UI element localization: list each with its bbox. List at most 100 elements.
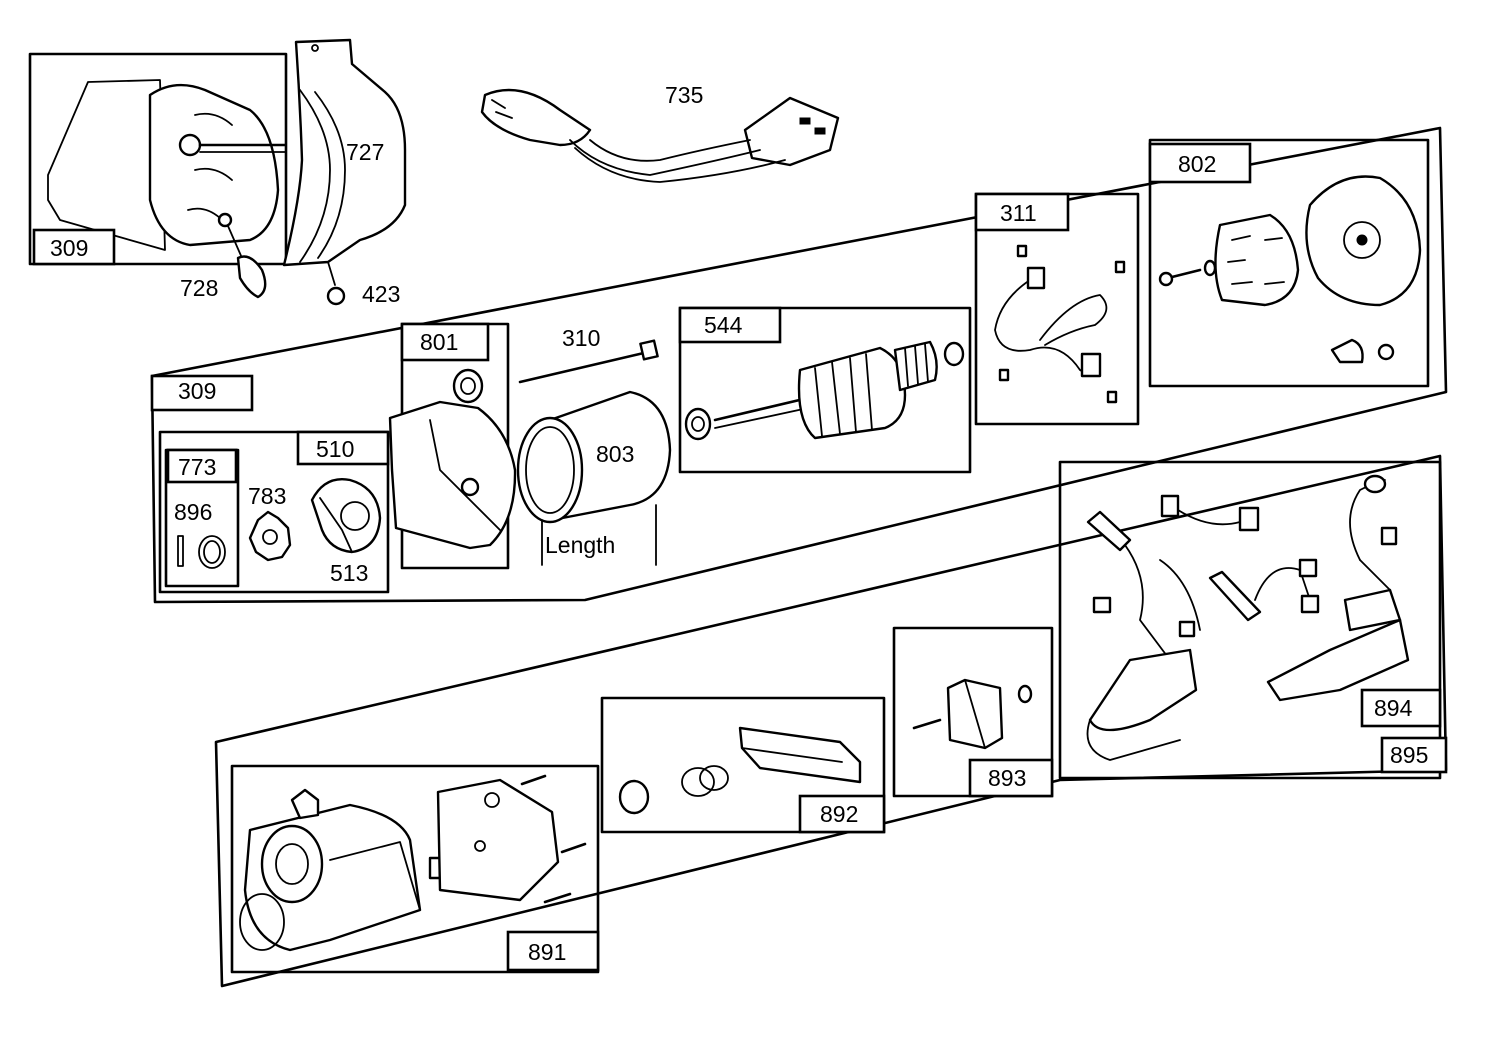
spring-892-b bbox=[699, 765, 729, 791]
switch-895 bbox=[1343, 588, 1402, 632]
label-892: 892 bbox=[820, 801, 858, 827]
motor-891-tab bbox=[290, 788, 320, 820]
motor-891-bore bbox=[275, 843, 309, 885]
label-735: 735 bbox=[665, 82, 703, 108]
rectifier-892-edge bbox=[741, 747, 843, 763]
connector-894-a bbox=[1092, 596, 1112, 614]
part-896-pin bbox=[177, 535, 184, 567]
nut-802 bbox=[1377, 343, 1395, 361]
label-894: 894 bbox=[1374, 695, 1413, 721]
lead-894-b bbox=[1159, 559, 1201, 631]
motor-891-ring bbox=[239, 893, 285, 951]
panel-bottom-outline bbox=[214, 454, 1448, 988]
lead-894-a bbox=[1124, 544, 1171, 661]
label-896: 896 bbox=[174, 499, 212, 525]
label-box-802 bbox=[1148, 142, 1252, 184]
label-box-773 bbox=[166, 448, 238, 484]
label-box-311 bbox=[974, 192, 1070, 232]
label-box-893 bbox=[968, 758, 1054, 798]
end-cap-part bbox=[148, 83, 280, 247]
plate-891 bbox=[436, 778, 560, 902]
group-727: 727 423 bbox=[282, 38, 407, 307]
label-783: 783 bbox=[248, 483, 286, 509]
handle-894 bbox=[1088, 648, 1198, 732]
connector-894-d bbox=[1238, 506, 1260, 532]
gear-783 bbox=[248, 510, 292, 562]
shroud-727-curve2 bbox=[314, 91, 346, 259]
group-891: 891 bbox=[230, 764, 600, 974]
frame-891 bbox=[230, 764, 600, 974]
endhead-801-hub bbox=[460, 477, 480, 497]
plug-female-slot2 bbox=[814, 127, 826, 135]
endcap-802-boss bbox=[1343, 221, 1381, 259]
group-311: 311 bbox=[974, 192, 1140, 426]
wire-311-b bbox=[1039, 294, 1108, 346]
wire-728 bbox=[227, 225, 243, 259]
screw-802-head bbox=[1158, 271, 1174, 287]
end-cap-slots bbox=[187, 112, 233, 219]
label-box-801 bbox=[400, 322, 490, 362]
label-box-544 bbox=[678, 306, 782, 344]
connector-894-b bbox=[1178, 620, 1196, 638]
label-513: 513 bbox=[330, 560, 368, 586]
washer-802 bbox=[1203, 259, 1217, 277]
motor-891-end bbox=[260, 824, 324, 904]
shroud-727-hole bbox=[311, 44, 319, 52]
label-727: 727 bbox=[346, 139, 384, 165]
armature-slots bbox=[814, 353, 873, 437]
nut-893 bbox=[1017, 684, 1033, 704]
group-803: 803 Length bbox=[516, 390, 672, 566]
endhead-801-bracket bbox=[429, 419, 501, 531]
spring-892-a bbox=[681, 767, 715, 797]
brush-311-b bbox=[1080, 352, 1102, 378]
frame-309-top bbox=[28, 52, 288, 266]
handle-895 bbox=[1266, 618, 1410, 702]
label-box-510 bbox=[296, 430, 390, 466]
ball-423 bbox=[326, 286, 346, 306]
commutator-bars bbox=[904, 343, 929, 387]
drive-513 bbox=[310, 478, 382, 554]
group-802: 802 bbox=[1148, 138, 1430, 388]
ring-terminal-895 bbox=[1363, 474, 1387, 494]
pin-311-a bbox=[1016, 244, 1028, 258]
housing-803-inner bbox=[525, 426, 575, 514]
wire-423 bbox=[327, 261, 336, 286]
brush-plate-slots bbox=[1227, 235, 1285, 285]
washer-544-hole bbox=[691, 416, 705, 432]
label-310: 310 bbox=[562, 325, 600, 351]
label-895: 895 bbox=[1390, 742, 1428, 768]
end-cap-screw bbox=[217, 212, 233, 228]
cord-894 bbox=[1086, 719, 1181, 761]
label-box-894 bbox=[1360, 688, 1442, 728]
endcap-802-hole bbox=[1356, 234, 1368, 246]
label-544: 544 bbox=[704, 312, 743, 338]
plug-male-prongs bbox=[491, 99, 513, 119]
label-311: 311 bbox=[1000, 200, 1037, 226]
group-510: 510 773 896 783 513 bbox=[158, 430, 390, 594]
brush-311-a bbox=[1026, 266, 1046, 290]
frame-894 bbox=[1058, 460, 1442, 780]
label-801: 801 bbox=[420, 329, 458, 355]
plug-female-slot1 bbox=[799, 117, 811, 125]
connector-894-c bbox=[1160, 494, 1180, 518]
screw-802 bbox=[1166, 268, 1202, 280]
cord-735-c bbox=[589, 139, 751, 162]
connector-894-e bbox=[1298, 558, 1318, 578]
plate-891-boss bbox=[484, 792, 500, 808]
plug-male-735 bbox=[480, 88, 592, 147]
endhead-801 bbox=[388, 400, 517, 550]
pin-311-b bbox=[1114, 260, 1126, 274]
label-length: Length bbox=[545, 532, 615, 558]
group-893: 893 bbox=[892, 626, 1054, 798]
screw-891-a bbox=[520, 774, 547, 786]
brush-plate-802 bbox=[1214, 213, 1300, 307]
drive-513-helix bbox=[319, 497, 353, 553]
group-892: 892 bbox=[600, 696, 886, 834]
label-510: 510 bbox=[316, 436, 354, 462]
nut-544 bbox=[943, 341, 965, 367]
label-box-891 bbox=[506, 930, 600, 972]
label-box-892 bbox=[798, 794, 886, 834]
gear-783-hub bbox=[262, 529, 278, 545]
label-728: 728 bbox=[180, 275, 218, 301]
